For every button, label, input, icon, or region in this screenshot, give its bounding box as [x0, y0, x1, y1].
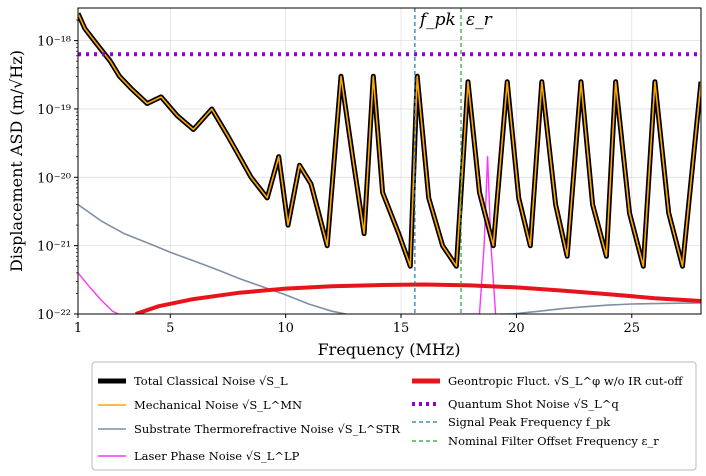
series-line-2 — [78, 203, 701, 314]
plot-frame — [77, 7, 702, 315]
legend-label-3: Laser Phase Noise √S_L^LP — [134, 449, 300, 463]
y-tick-label: 10⁻¹⁸ — [37, 35, 71, 50]
x-tick-label: 15 — [393, 321, 410, 336]
x-tick-label: 10 — [277, 321, 294, 336]
marker-label-1: ε_r — [466, 10, 493, 30]
x-tick-label: 20 — [508, 321, 525, 336]
y-tick-label: 10⁻²⁰ — [37, 171, 71, 186]
marker-layer: f_pk ε_r — [414, 8, 493, 314]
marker-label-0: f_pk — [418, 10, 456, 30]
legend-label-5: Quantum Shot Noise √S_L^q — [448, 397, 619, 411]
series-line-3 — [78, 155, 497, 314]
x-tick-label: 5 — [166, 321, 174, 336]
legend-label-2: Substrate Thermorefractive Noise √S_L^ST… — [134, 422, 400, 436]
series-line-1 — [78, 13, 701, 268]
legend-label-7: Nominal Filter Offset Frequency ε_r — [448, 434, 659, 448]
legend-label-1: Mechanical Noise √S_L^MN — [134, 398, 302, 412]
legend: Total Classical Noise √S_L Mechanical Noi… — [91, 361, 697, 471]
x-axis-label: Frequency (MHz) — [318, 340, 461, 359]
legend-label-4: Geontropic Fluct. √S_L^φ w/o IR cut-off — [448, 374, 683, 388]
y-axis-label: Displacement ASD (m/√Hz) — [7, 50, 26, 272]
series-layer — [78, 12, 701, 314]
y-tick-label: 10⁻²² — [37, 308, 71, 323]
y-tick-label: 10⁻²¹ — [37, 240, 71, 255]
x-tick-label: 25 — [624, 321, 641, 336]
legend-label-6: Signal Peak Frequency f_pk — [448, 415, 611, 429]
y-tick-label: 10⁻¹⁹ — [37, 103, 71, 118]
y-axis-ticks: 10⁻²² 10⁻²¹ 10⁻²⁰ 10⁻¹⁹ 10⁻¹⁸ — [37, 19, 78, 323]
legend-box — [91, 361, 697, 471]
x-tick-label: 1 — [74, 321, 82, 336]
legend-label-0: Total Classical Noise √S_L — [134, 374, 288, 388]
series-line-4 — [135, 282, 701, 314]
